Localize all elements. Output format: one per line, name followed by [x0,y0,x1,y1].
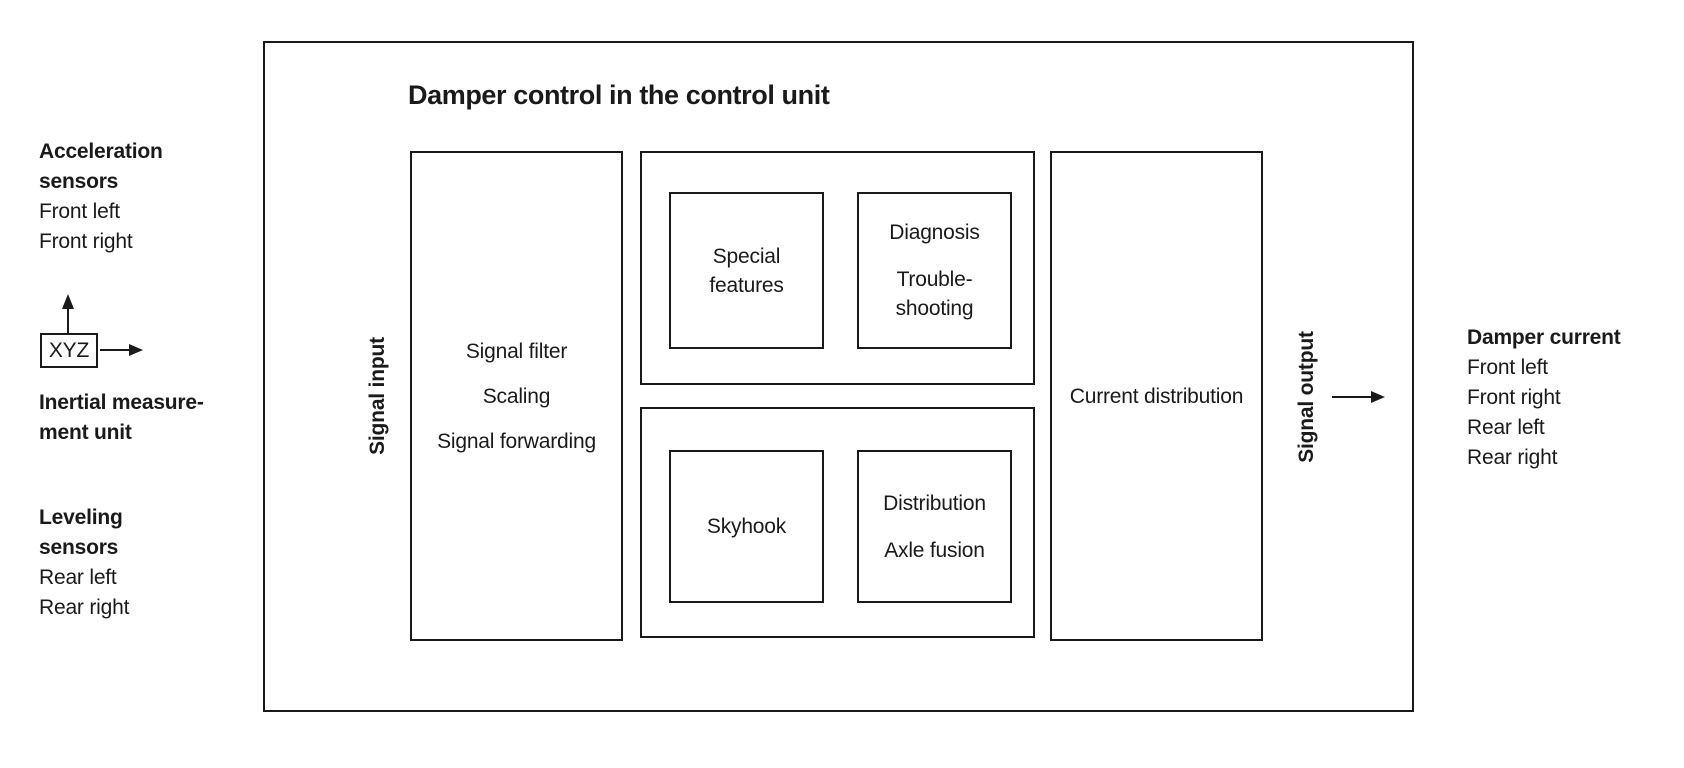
damper-current-heading: Damper current [1467,326,1621,349]
leveling-sensors-block: Leveling sensors Rear left Rear right [39,503,129,623]
damper-current-block: Damper current Front left Front right Re… [1467,323,1621,473]
damper-current-item: Rear left [1467,416,1545,439]
signal-output-arrow-icon [1332,391,1385,403]
imu-heading-line: Inertial measure- [39,391,204,414]
distribution-box: Distribution Axle fusion [857,450,1012,603]
damper-current-item: Front left [1467,356,1548,379]
signal-processing-item: Signal forwarding [437,429,596,453]
signal-processing-box: Signal filter Scaling Signal forwarding [410,151,623,641]
special-features-label: Special features [709,244,784,297]
signal-processing-item: Scaling [482,384,551,408]
diagnosis-item: Diagnosis [889,221,980,244]
skyhook-box: Skyhook [669,450,824,603]
damper-current-item: Rear right [1467,446,1558,469]
features-group-box: Special features Diagnosis Trouble- shoo… [640,151,1035,385]
diagram-title: Damper control in the control unit [408,80,830,110]
imu-heading-line: ment unit [39,421,132,444]
imu-right-arrow-icon [100,344,143,356]
imu-axes-label: XYZ [48,338,90,362]
damper-current-item: Front right [1467,386,1561,409]
current-distribution-label: Current distribution [1069,384,1244,408]
control-group-box: Skyhook Distribution Axle fusion [640,407,1035,638]
signal-processing-item: Signal filter [465,339,568,363]
distribution-item: Distribution [883,491,986,515]
leveling-sensor-item: Rear right [39,596,130,619]
acceleration-sensor-item: Front right [39,230,133,253]
distribution-item: Axle fusion [884,538,985,562]
imu-axes-box: XYZ [40,333,98,368]
current-distribution-box: Current distribution [1050,151,1263,641]
skyhook-label: Skyhook [706,515,787,538]
diagnosis-box: Diagnosis Trouble- shooting [857,192,1012,349]
acceleration-sensor-item: Front left [39,200,120,223]
diagnosis-item: Trouble- shooting [895,268,974,320]
special-features-box: Special features [669,192,824,349]
acceleration-sensors-heading-line: Acceleration [39,140,163,163]
acceleration-sensors-block: Acceleration sensors Front left Front ri… [39,137,163,257]
acceleration-sensors-heading-line: sensors [39,170,119,193]
leveling-sensor-item: Rear left [39,566,117,589]
leveling-sensors-heading-line: sensors [39,536,119,559]
signal-output-label: Signal output [1295,331,1318,463]
imu-label-block: Inertial measure- ment unit [39,388,204,448]
signal-input-label: Signal input [366,337,389,455]
leveling-sensors-heading-line: Leveling [39,506,123,529]
imu-up-arrow-icon [62,294,74,335]
